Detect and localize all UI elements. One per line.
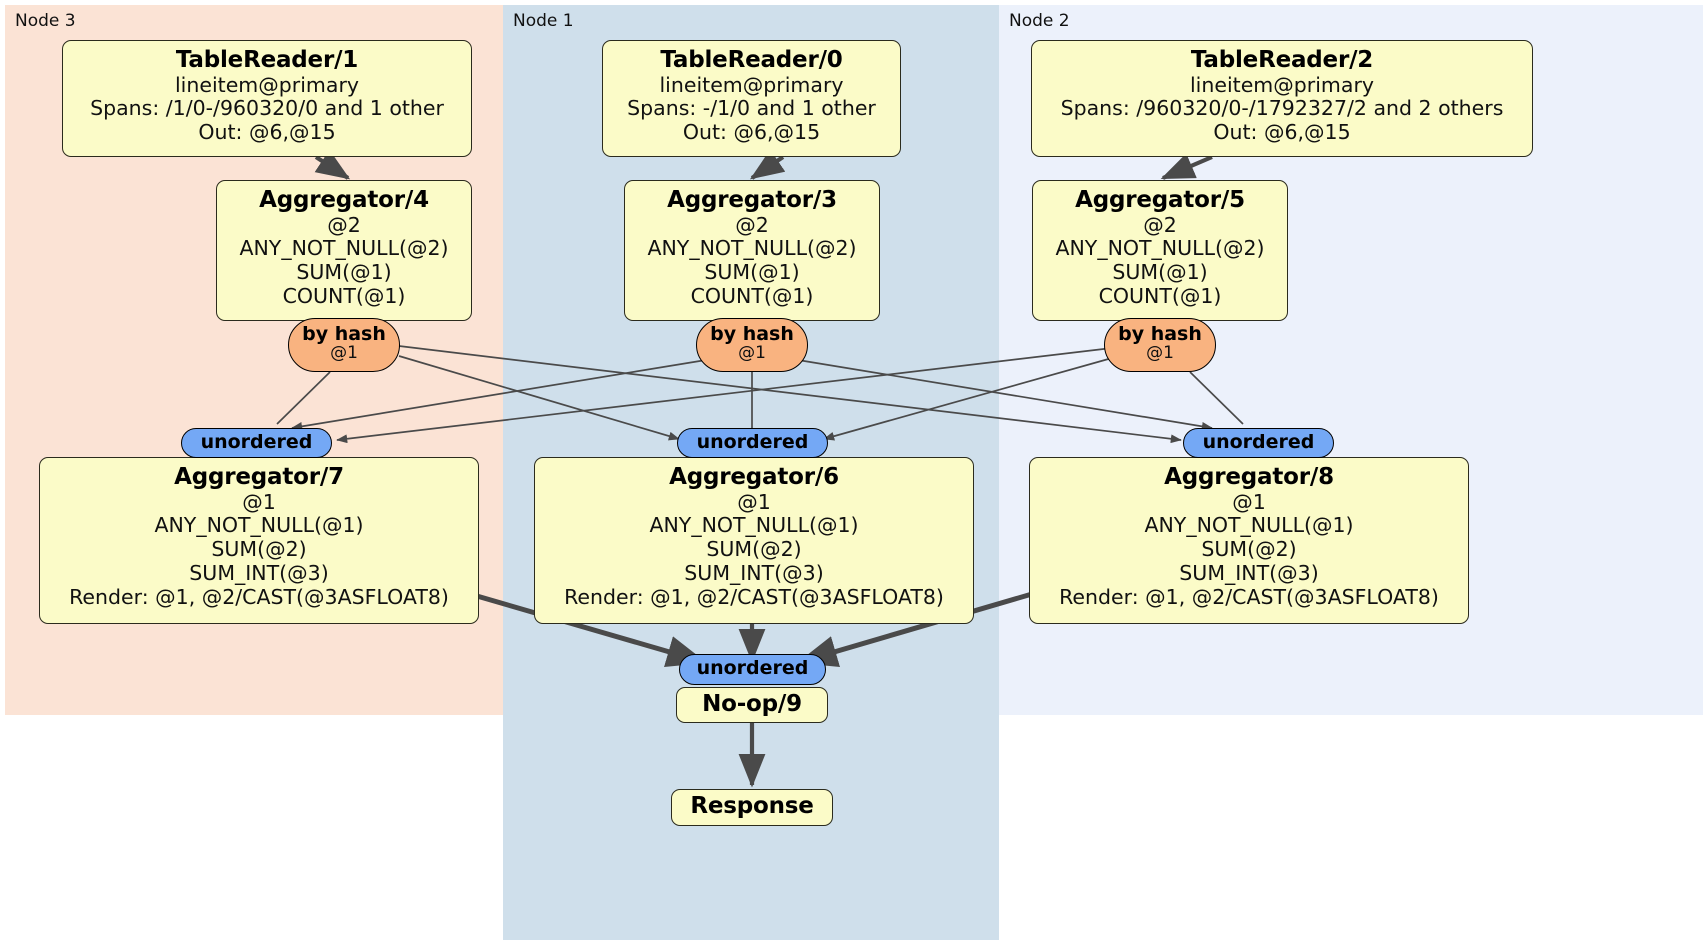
node-line: ANY_NOT_NULL(@2) (239, 236, 449, 261)
node-line: COUNT(@1) (690, 283, 814, 308)
node-response[interactable]: Response (671, 789, 833, 826)
node-line: COUNT(@1) (282, 283, 406, 308)
node-title: Aggregator/3 (667, 187, 837, 213)
node-line: Spans: -/1/0 and 1 other (627, 96, 876, 121)
node-line: lineitem@primary (659, 72, 844, 97)
node-title: TableReader/2 (1190, 47, 1374, 73)
node-aggregator3[interactable]: Aggregator/3 @2 ANY_NOT_NULL(@2) SUM(@1)… (624, 180, 880, 321)
node-line: ANY_NOT_NULL(@1) (1144, 513, 1354, 538)
node-line: @2 (327, 212, 361, 237)
node-title: Aggregator/5 (1075, 187, 1245, 213)
pill-unordered-left[interactable]: unordered (181, 428, 332, 458)
node-line: SUM_INT(@3) (684, 560, 824, 585)
node-line: SUM(@2) (211, 537, 307, 562)
pill-unordered-final[interactable]: unordered (679, 654, 826, 685)
pill-by-hash-center[interactable]: by hash @1 (696, 318, 808, 372)
node-line: COUNT(@1) (1098, 283, 1222, 308)
node-title: TableReader/1 (175, 47, 359, 73)
pill-by-hash-left[interactable]: by hash @1 (288, 318, 400, 372)
node-aggregator8[interactable]: Aggregator/8 @1 ANY_NOT_NULL(@1) SUM(@2)… (1029, 457, 1469, 624)
node-title: No-op/9 (702, 691, 802, 717)
node-aggregator6[interactable]: Aggregator/6 @1 ANY_NOT_NULL(@1) SUM(@2)… (534, 457, 974, 624)
panel-node3-label: Node 3 (15, 11, 76, 31)
pill-unordered-right[interactable]: unordered (1183, 428, 1334, 458)
node-tablereader1[interactable]: TableReader/1 lineitem@primary Spans: /1… (62, 40, 472, 157)
pill-label: unordered (1202, 431, 1315, 453)
pill-label: unordered (696, 431, 809, 453)
panel-node1-label: Node 1 (513, 11, 574, 31)
node-title: Aggregator/8 (1164, 464, 1334, 490)
node-noop9[interactable]: No-op/9 (676, 687, 828, 723)
pill-label: by hash (710, 323, 794, 345)
pill-sublabel: @1 (1146, 342, 1174, 363)
node-aggregator5[interactable]: Aggregator/5 @2 ANY_NOT_NULL(@2) SUM(@1)… (1032, 180, 1288, 321)
node-tablereader0[interactable]: TableReader/0 lineitem@primary Spans: -/… (602, 40, 901, 157)
node-line: SUM(@2) (1201, 537, 1297, 562)
node-line: SUM(@2) (706, 537, 802, 562)
node-line: lineitem@primary (1189, 72, 1375, 97)
node-line: @1 (1232, 489, 1266, 514)
node-line: @1 (242, 489, 276, 514)
node-line: ANY_NOT_NULL(@2) (1055, 236, 1265, 261)
node-line: Out: @6,@15 (1213, 120, 1351, 145)
node-line: SUM(@1) (1112, 260, 1208, 285)
node-line: ANY_NOT_NULL(@1) (154, 513, 364, 538)
node-line: Render: @1, @2/CAST(@3ASFLOAT8) (69, 584, 449, 609)
node-title: Response (690, 793, 814, 819)
pill-label: by hash (1118, 323, 1202, 345)
pill-unordered-center[interactable]: unordered (677, 428, 828, 458)
node-aggregator4[interactable]: Aggregator/4 @2 ANY_NOT_NULL(@2) SUM(@1)… (216, 180, 472, 321)
node-line: Out: @6,@15 (198, 120, 336, 145)
pill-sublabel: @1 (738, 342, 766, 363)
node-title: Aggregator/7 (174, 464, 344, 490)
node-title: Aggregator/4 (259, 187, 429, 213)
node-line: @2 (735, 212, 769, 237)
pill-label: unordered (200, 431, 313, 453)
node-line: Render: @1, @2/CAST(@3ASFLOAT8) (564, 584, 944, 609)
pill-sublabel: @1 (330, 342, 358, 363)
pill-label: by hash (302, 323, 386, 345)
node-line: SUM(@1) (296, 260, 392, 285)
node-line: Spans: /1/0-/960320/0 and 1 other (90, 96, 444, 121)
node-title: TableReader/0 (660, 47, 843, 73)
node-line: SUM(@1) (704, 260, 800, 285)
node-line: Spans: /960320/0-/1792327/2 and 2 others (1060, 96, 1504, 121)
panel-node2-label: Node 2 (1009, 11, 1070, 31)
node-title: Aggregator/6 (669, 464, 839, 490)
node-line: ANY_NOT_NULL(@1) (649, 513, 859, 538)
node-line: ANY_NOT_NULL(@2) (647, 236, 857, 261)
node-line: SUM_INT(@3) (189, 560, 329, 585)
node-line: Render: @1, @2/CAST(@3ASFLOAT8) (1059, 584, 1439, 609)
node-line: @1 (737, 489, 771, 514)
node-tablereader2[interactable]: TableReader/2 lineitem@primary Spans: /9… (1031, 40, 1533, 157)
node-line: Out: @6,@15 (682, 120, 821, 145)
node-aggregator7[interactable]: Aggregator/7 @1 ANY_NOT_NULL(@1) SUM(@2)… (39, 457, 479, 624)
node-line: SUM_INT(@3) (1179, 560, 1319, 585)
node-line: lineitem@primary (174, 72, 360, 97)
pill-by-hash-right[interactable]: by hash @1 (1104, 318, 1216, 372)
node-line: @2 (1143, 212, 1177, 237)
pill-label: unordered (696, 657, 809, 679)
